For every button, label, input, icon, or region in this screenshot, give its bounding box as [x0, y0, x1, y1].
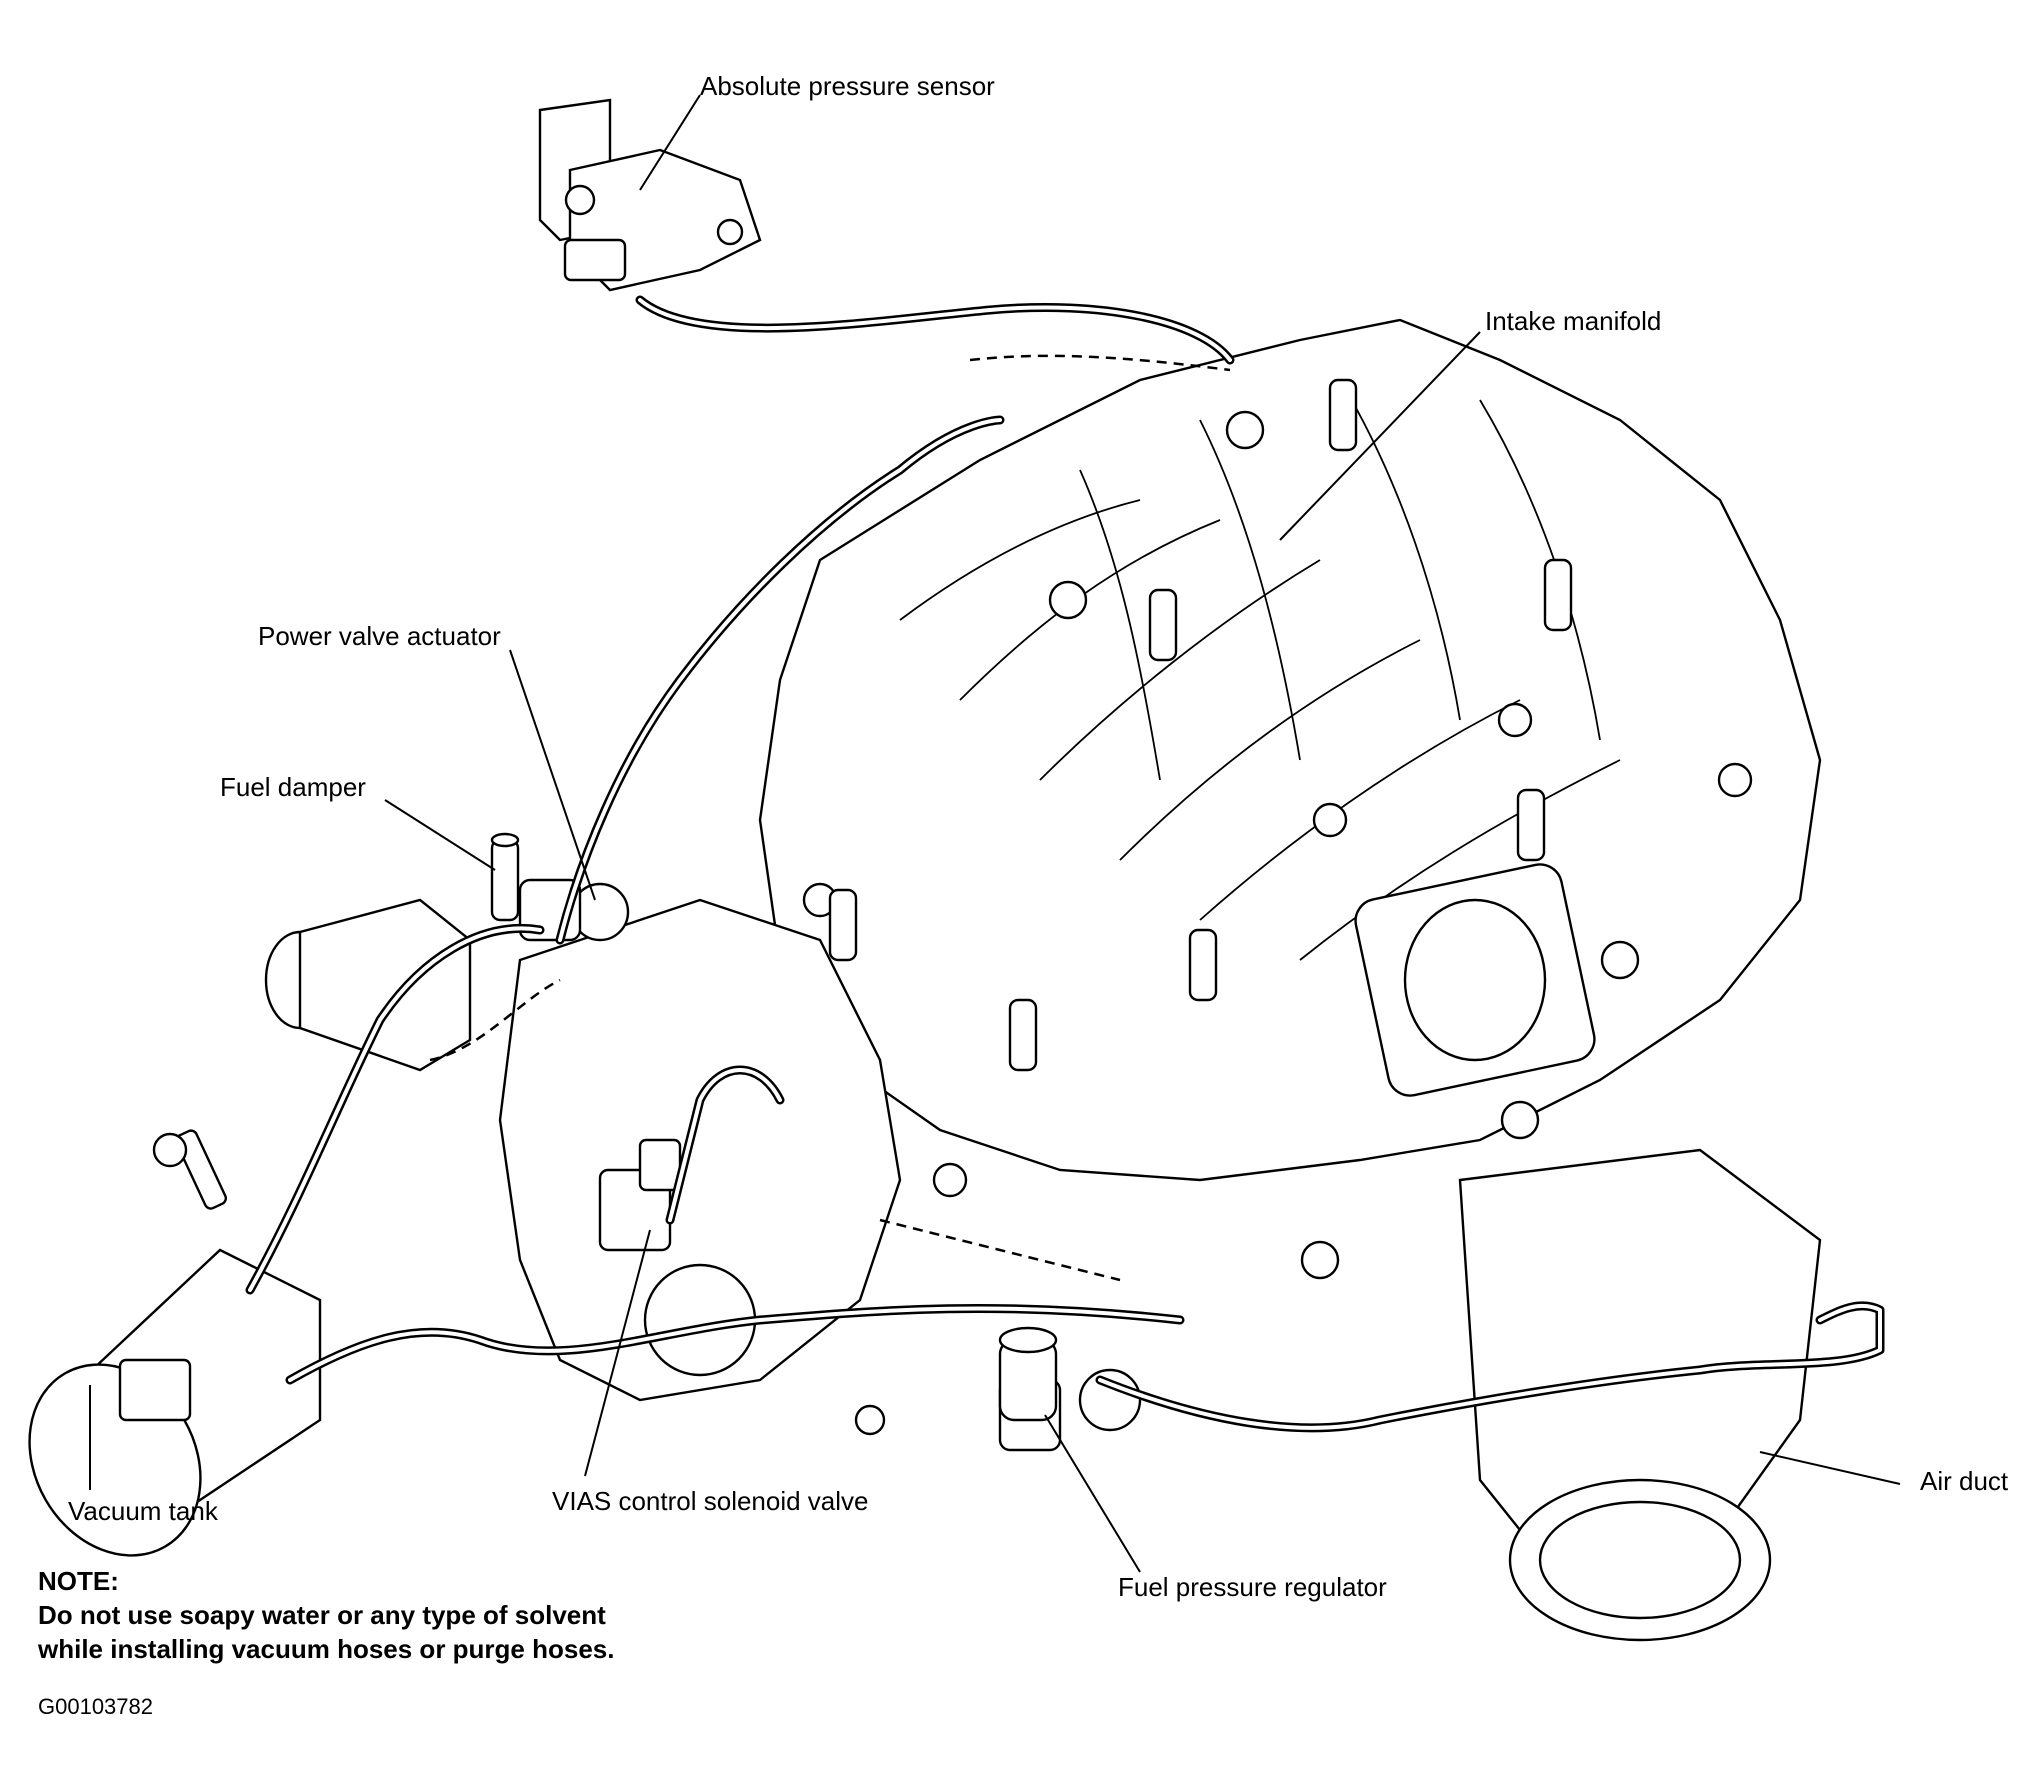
hidden-hose-routing	[429, 354, 1231, 1282]
absolute-pressure-sensor	[538, 98, 762, 292]
note-heading: NOTE:	[38, 1566, 119, 1596]
label-power-valve-actuator: Power valve actuator	[258, 621, 501, 651]
label-fuel-pressure-regulator: Fuel pressure regulator	[1118, 1572, 1387, 1602]
intake-manifold	[758, 318, 1822, 1280]
note-line-2: while installing vacuum hoses or purge h…	[37, 1634, 614, 1664]
label-vias-control-solenoid-valve: VIAS control solenoid valve	[552, 1486, 869, 1516]
label-fuel-damper: Fuel damper	[220, 772, 366, 802]
fuel-damper	[490, 832, 520, 922]
note-line-1: Do not use soapy water or any type of so…	[38, 1600, 606, 1630]
fuel-pressure-regulator	[998, 1326, 1058, 1422]
air-duct	[1458, 1148, 1822, 1642]
vias-solenoid-valve	[598, 1138, 682, 1252]
vacuum-hoses	[245, 295, 1885, 1433]
leader-lines	[89, 94, 1901, 1573]
label-absolute-pressure-sensor: Absolute pressure sensor	[700, 71, 995, 101]
figure-id: G00103782	[38, 1694, 153, 1719]
label-intake-manifold: Intake manifold	[1485, 306, 1661, 336]
label-air-duct: Air duct	[1920, 1466, 2009, 1496]
coolant-pipe	[264, 898, 472, 1072]
vacuum-tank	[28, 1129, 322, 1557]
label-vacuum-tank: Vacuum tank	[68, 1496, 219, 1526]
